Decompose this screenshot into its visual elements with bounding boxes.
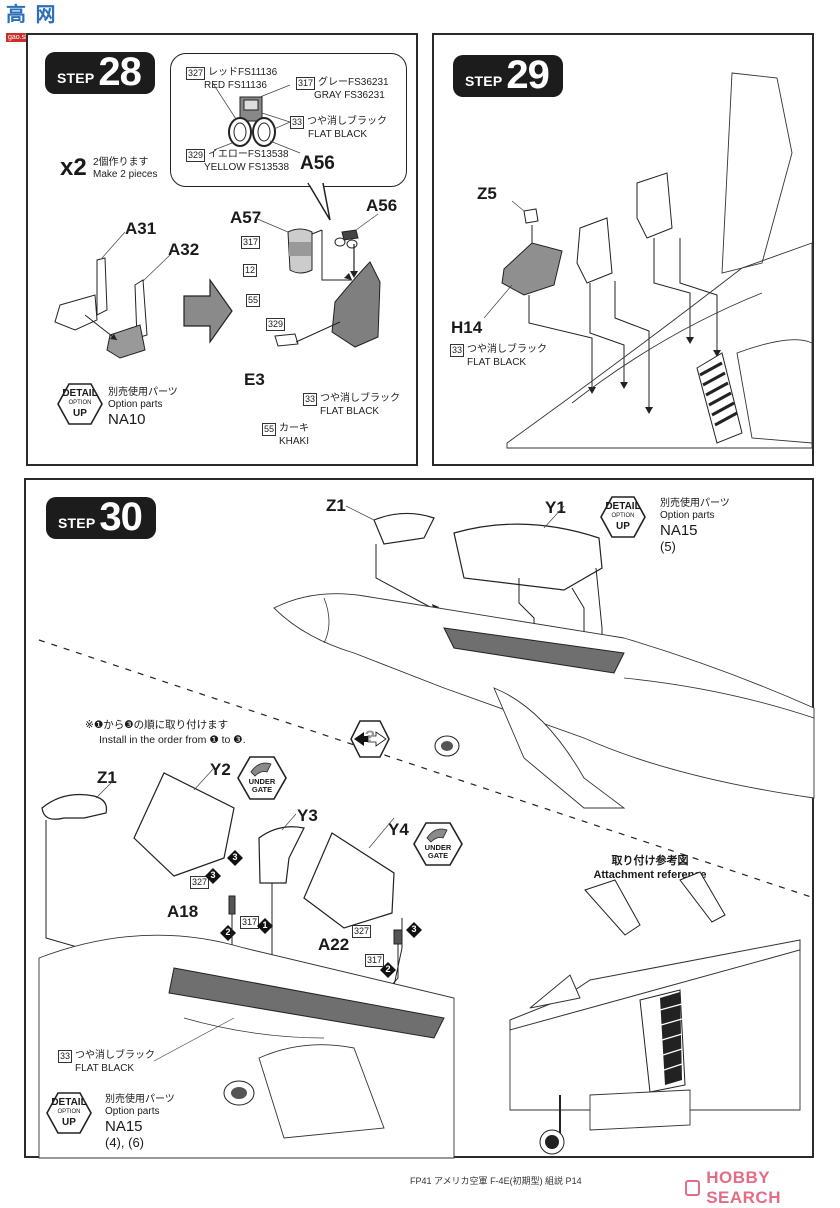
part-label-e3: E3 — [244, 370, 265, 389]
step-number: 30 — [99, 495, 142, 539]
part-label-z5: Z5 — [477, 184, 497, 203]
harness-illustration — [211, 81, 301, 154]
callout-part-a56: A56 — [300, 153, 335, 174]
step-word: STEP — [465, 73, 503, 89]
under-gate-icon-y2: UNDER GATE — [237, 756, 287, 800]
part-label-a22: A22 — [318, 935, 350, 954]
option-parts-na15-top: 別売使用パーツ Option parts NA15 (5) — [660, 498, 730, 554]
color-code-317-a18: 317 — [240, 916, 260, 929]
detail-up-badge-bottom: DETAIL OPTION UP — [46, 1092, 92, 1134]
part-label-a56: A56 — [366, 196, 398, 215]
part-label-a32: A32 — [168, 240, 200, 259]
aircraft-canopy-top-illustration — [38, 505, 815, 899]
option-word: OPTION — [57, 1109, 81, 1115]
attachment-reference-illustration — [509, 871, 801, 1155]
step-number: 28 — [98, 50, 141, 94]
paint-callout — [170, 53, 407, 187]
part-label-h14: H14 — [451, 318, 483, 337]
multiplier-x2: x2 — [60, 154, 87, 181]
part-label-y3: Y3 — [297, 806, 318, 825]
svg-text:?: ? — [365, 727, 375, 746]
page-footer: FP41 アメリカ空軍 F-4E(初期型) 組説 P14 — [410, 1176, 582, 1186]
step-30-badge: STEP 30 — [46, 497, 156, 539]
part-label-y2: Y2 — [210, 760, 231, 779]
option-parts-na10: 別売使用パーツ Option parts NA10 — [108, 387, 178, 428]
make-two-note: 2個作ります Make 2 pieces — [93, 157, 158, 180]
seat-assembly-illustration — [254, 213, 381, 348]
detail-word: DETAIL — [62, 388, 98, 399]
step-28-badge: STEP 28 — [45, 52, 155, 94]
detail-word: DETAIL — [51, 1097, 87, 1108]
color-code-327-a22: 327 — [352, 925, 372, 938]
seq-marker-3-a: 3 — [227, 850, 243, 866]
aircraft-canopy-open-illustration — [38, 767, 455, 1159]
color-code-327-a18: 327 — [190, 876, 210, 889]
step-number: 29 — [506, 53, 549, 97]
part-label-y1: Y1 — [545, 498, 566, 517]
seq-marker-3-y4: 3 — [406, 922, 422, 938]
step-word: STEP — [58, 515, 96, 531]
step-29-badge: STEP 29 — [453, 55, 563, 97]
reverse-view-icon: ? — [350, 720, 390, 758]
seq-marker-3-b: 3 — [205, 868, 221, 884]
detail-up-badge-top: DETAIL OPTION UP — [600, 496, 646, 538]
step-29-panel — [432, 33, 814, 466]
hobby-search-logo: HOBBY SEARCH — [685, 1168, 840, 1208]
seat-parts-illustration — [54, 231, 171, 359]
step-word: STEP — [57, 70, 95, 86]
detail-up-badge: DETAIL OPTION UP — [57, 383, 103, 425]
part-label-a18: A18 — [167, 902, 199, 921]
attachment-reference-title: 取り付け参考図 Attachment reference — [593, 855, 707, 881]
color-code-329: 329 — [266, 318, 286, 331]
under-gate-icon-y4: UNDER GATE — [413, 822, 463, 866]
seq-marker-2-a22: 2 — [380, 962, 396, 978]
hobby-search-mark-icon — [685, 1180, 701, 1196]
part-label-z1-top: Z1 — [326, 496, 346, 515]
color-code-317-a22: 317 — [365, 954, 385, 967]
option-word: OPTION — [68, 400, 92, 406]
part-label-a31: A31 — [125, 219, 157, 238]
color-code-317: 317 — [241, 236, 261, 249]
seq-marker-1: 1 — [257, 918, 273, 934]
watermark-chars: 高 网 — [6, 4, 58, 26]
part-label-y4: Y4 — [388, 820, 409, 839]
callout-pointer — [307, 181, 331, 221]
up-word: UP — [616, 521, 630, 532]
up-word: UP — [62, 1117, 76, 1128]
cockpit-fuselage-illustration — [483, 72, 813, 449]
detail-word: DETAIL — [605, 501, 641, 512]
part-label-a57: A57 — [230, 208, 262, 227]
next-arrow-icon — [183, 278, 233, 344]
color-code-55: 55 — [246, 294, 261, 307]
install-order-note: ※❶から❸の順に取り付けます Install in the order from… — [85, 719, 246, 746]
up-word: UP — [73, 408, 87, 419]
color-code-12: 12 — [243, 264, 258, 277]
option-word: OPTION — [611, 513, 635, 519]
option-parts-na15-bottom: 別売使用パーツ Option parts NA15 (4), (6) — [105, 1094, 175, 1150]
